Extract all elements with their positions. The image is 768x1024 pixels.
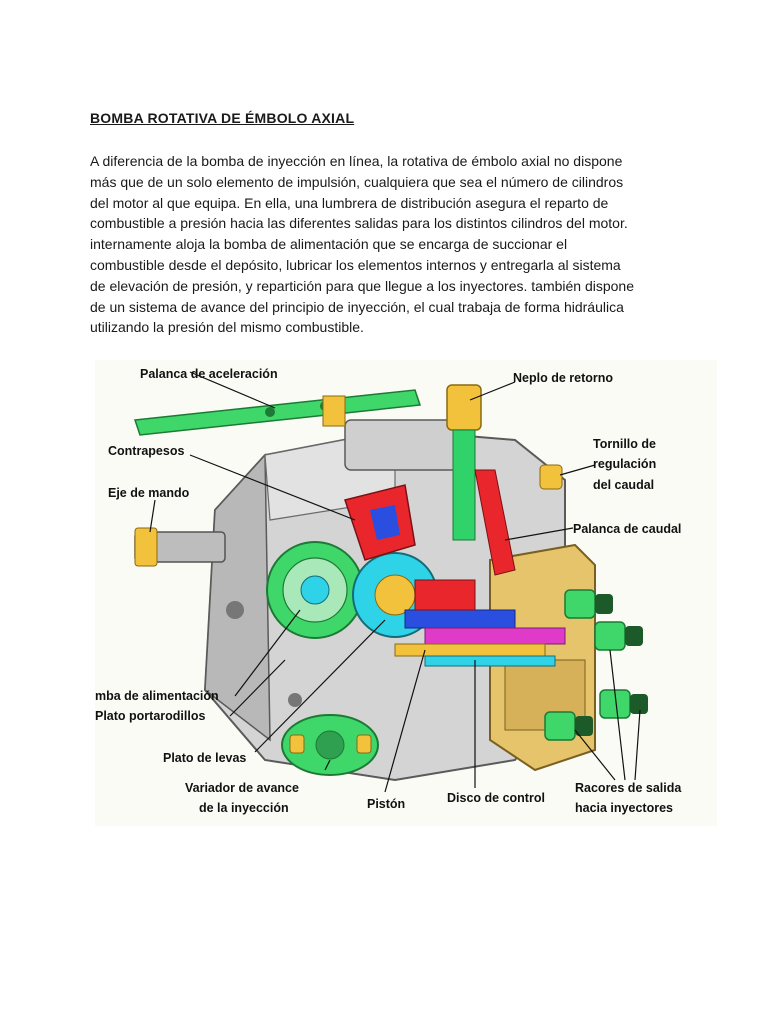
label-variador-2: de la inyección xyxy=(199,801,289,815)
lever-bolt xyxy=(265,407,275,417)
label-neplo-retorno: Neplo de retorno xyxy=(513,371,613,385)
lever-nut xyxy=(322,395,346,427)
page-title: BOMBA ROTATIVA DE ÉMBOLO AXIAL xyxy=(90,110,355,126)
label-variador-1: Variador de avance xyxy=(185,781,299,795)
body-paragraph: A diferencia de la bomba de inyección en… xyxy=(90,151,690,338)
label-palanca-aceleracion: Palanca de aceleración xyxy=(140,367,278,381)
label-plato-levas: Plato de levas xyxy=(163,751,246,765)
label-tornillo-1: Tornillo de xyxy=(593,437,656,451)
flow-screw xyxy=(539,464,563,490)
paragraph-line: combustible desde el depósito, lubricar … xyxy=(90,256,621,273)
label-palanca-caudal: Palanca de caudal xyxy=(573,522,681,536)
label-tornillo-2: regulación xyxy=(593,457,656,471)
paragraph-line: A diferencia de la bomba de inyección en… xyxy=(90,153,623,169)
label-contrapesos: Contrapesos xyxy=(108,444,184,458)
shaft-nut xyxy=(134,527,158,567)
accelerator-lever xyxy=(133,389,422,436)
paragraph-line: utilizando la presión del mismo combusti… xyxy=(90,319,364,336)
label-racores-2: hacia inyectores xyxy=(575,801,673,815)
control-disc-part xyxy=(424,627,566,645)
regulator-column xyxy=(452,429,476,541)
return-fitting xyxy=(446,384,482,431)
paragraph-line: de un sistema de avance del principio de… xyxy=(90,298,624,315)
paragraph-line: internamente aloja la bomba de alimentac… xyxy=(90,236,568,253)
flow-lever xyxy=(474,469,516,576)
leader-lines xyxy=(149,371,641,793)
paragraph-line: más que de un solo elemento de impulsión… xyxy=(90,173,624,190)
label-plato-portarodillos: Plato portarodillos xyxy=(95,709,205,723)
paragraph-line: del motor al que equipa. En ella, una lu… xyxy=(90,194,609,211)
piston-rod xyxy=(394,643,546,657)
label-eje-mando: Eje de mando xyxy=(108,486,190,500)
label-bomba-alimentacion: mba de alimentación xyxy=(95,689,219,703)
label-racores-1: Racores de salida xyxy=(575,781,682,795)
paragraph-line: de elevación de presión, y repartición p… xyxy=(90,277,635,294)
distributor-piston xyxy=(404,609,516,629)
paragraph-line: combustible a presión hacia las diferent… xyxy=(90,215,628,232)
pump-diagram: Palanca de aceleración Neplo de retorno … xyxy=(95,360,717,826)
pump-diagram-svg: Palanca de aceleración Neplo de retorno … xyxy=(95,360,717,826)
label-disco-control: Disco de control xyxy=(447,791,545,805)
label-tornillo-3: del caudal xyxy=(593,478,654,492)
outlet-fittings xyxy=(544,589,648,741)
label-piston: Pistón xyxy=(367,797,405,811)
